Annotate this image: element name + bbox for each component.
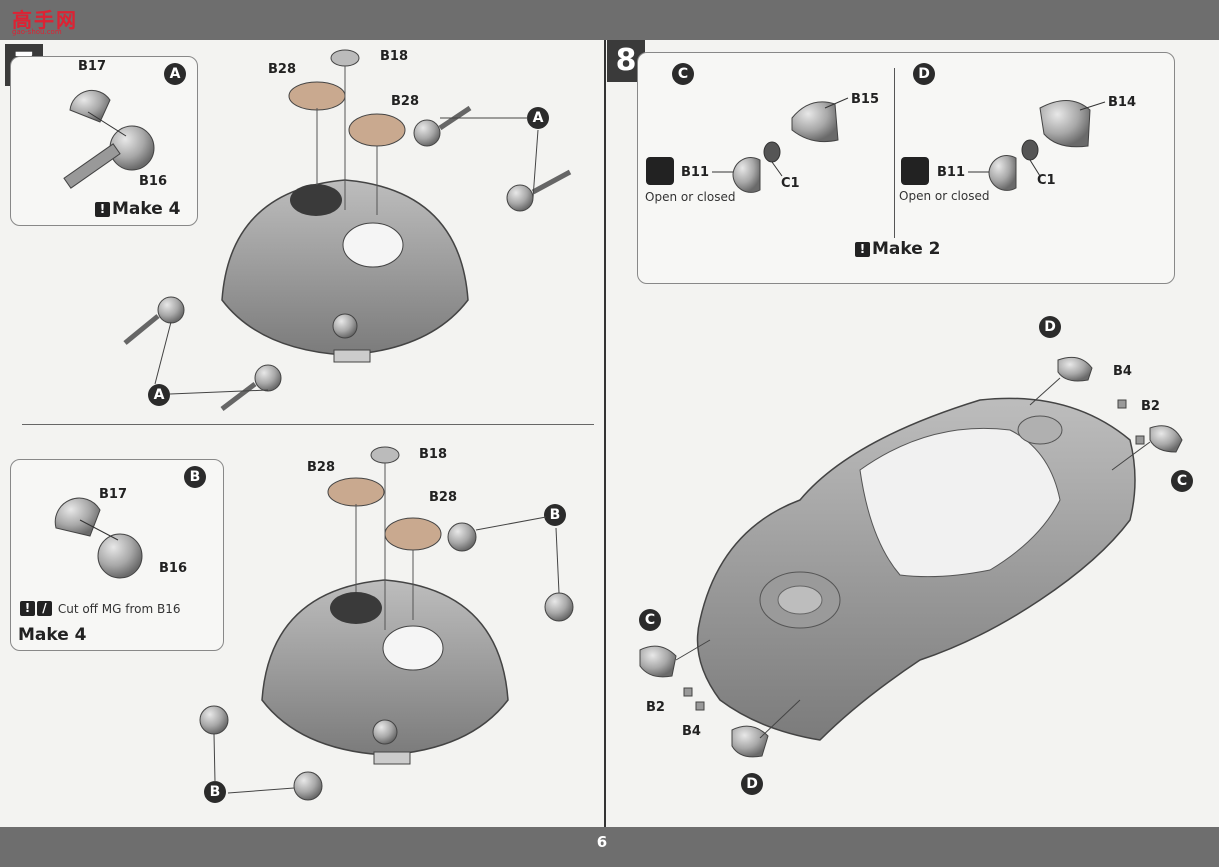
warning-icon: ! [95,202,110,217]
part-label-b18: B18 [419,447,447,462]
part-label-b28-left: B28 [307,460,335,475]
step7-divider [22,424,594,425]
part-label-b14: B14 [1108,95,1136,110]
marker-a-right: A [527,107,549,129]
marker-d-bottom: D [741,773,763,795]
part-label-c1: C1 [781,176,800,191]
make-label: Make 4 [112,199,181,219]
page-divider [604,40,606,827]
part-label-b2-top: B2 [1141,399,1160,414]
marker-b-right: B [544,504,566,526]
cut-icon: / [37,601,52,616]
watermark-url: gao-shou.com [12,28,62,36]
top-band [0,0,1219,40]
part-label-c1: C1 [1037,173,1056,188]
marker-b-circle: B [184,466,206,488]
make-label: Make 4 [18,625,87,645]
hull-body-icon [639,356,1183,758]
marker-d-circle: D [913,63,935,85]
watermark-brand: 高手网 [12,8,78,32]
part-label-b16: B16 [159,561,187,576]
warning-icon: ! [855,242,870,257]
part-label-b15: B15 [851,92,879,107]
turret-dome-b-icon [199,446,574,801]
part-label-b2-left: B2 [646,700,665,715]
marker-b-left: B [204,781,226,803]
cd-divider [894,68,895,238]
marker-d-top: D [1039,316,1061,338]
part-label-b18: B18 [380,49,408,64]
subassembly-a-box [10,56,198,226]
cut-note: !/ Cut off MG from B16 [20,601,180,616]
part-label-b11: B11 [681,165,709,180]
part-label-b16: B16 [139,174,167,189]
make-count-8: !Make 2 [855,239,941,259]
part-label-b17: B17 [78,59,106,74]
warning-icon: ! [20,601,35,616]
option-icon-c [646,157,674,185]
marker-a-left: A [148,384,170,406]
part-label-b11: B11 [937,165,965,180]
part-label-b4-left: B4 [682,724,701,739]
part-label-b28-right: B28 [391,94,419,109]
make-count: !Make 4 [95,199,181,219]
option-icon-d [901,157,929,185]
option-text-c: Open or closed [645,190,736,204]
bottom-band [0,827,1219,867]
marker-a-circle: A [164,63,186,85]
marker-c-left: C [639,609,661,631]
part-label-b4-top: B4 [1113,364,1132,379]
part-label-b28-right: B28 [429,490,457,505]
cut-note-text: Cut off MG from B16 [57,602,181,616]
part-label-b17: B17 [99,487,127,502]
page-number: 6 [596,833,608,851]
watermark-logo: 高手网 gao-shou.com [4,2,84,36]
make-label-8: Make 2 [872,239,941,259]
option-text-d: Open or closed [899,189,990,203]
marker-c-right: C [1171,470,1193,492]
marker-c-circle: C [672,63,694,85]
part-label-b28-left: B28 [268,62,296,77]
